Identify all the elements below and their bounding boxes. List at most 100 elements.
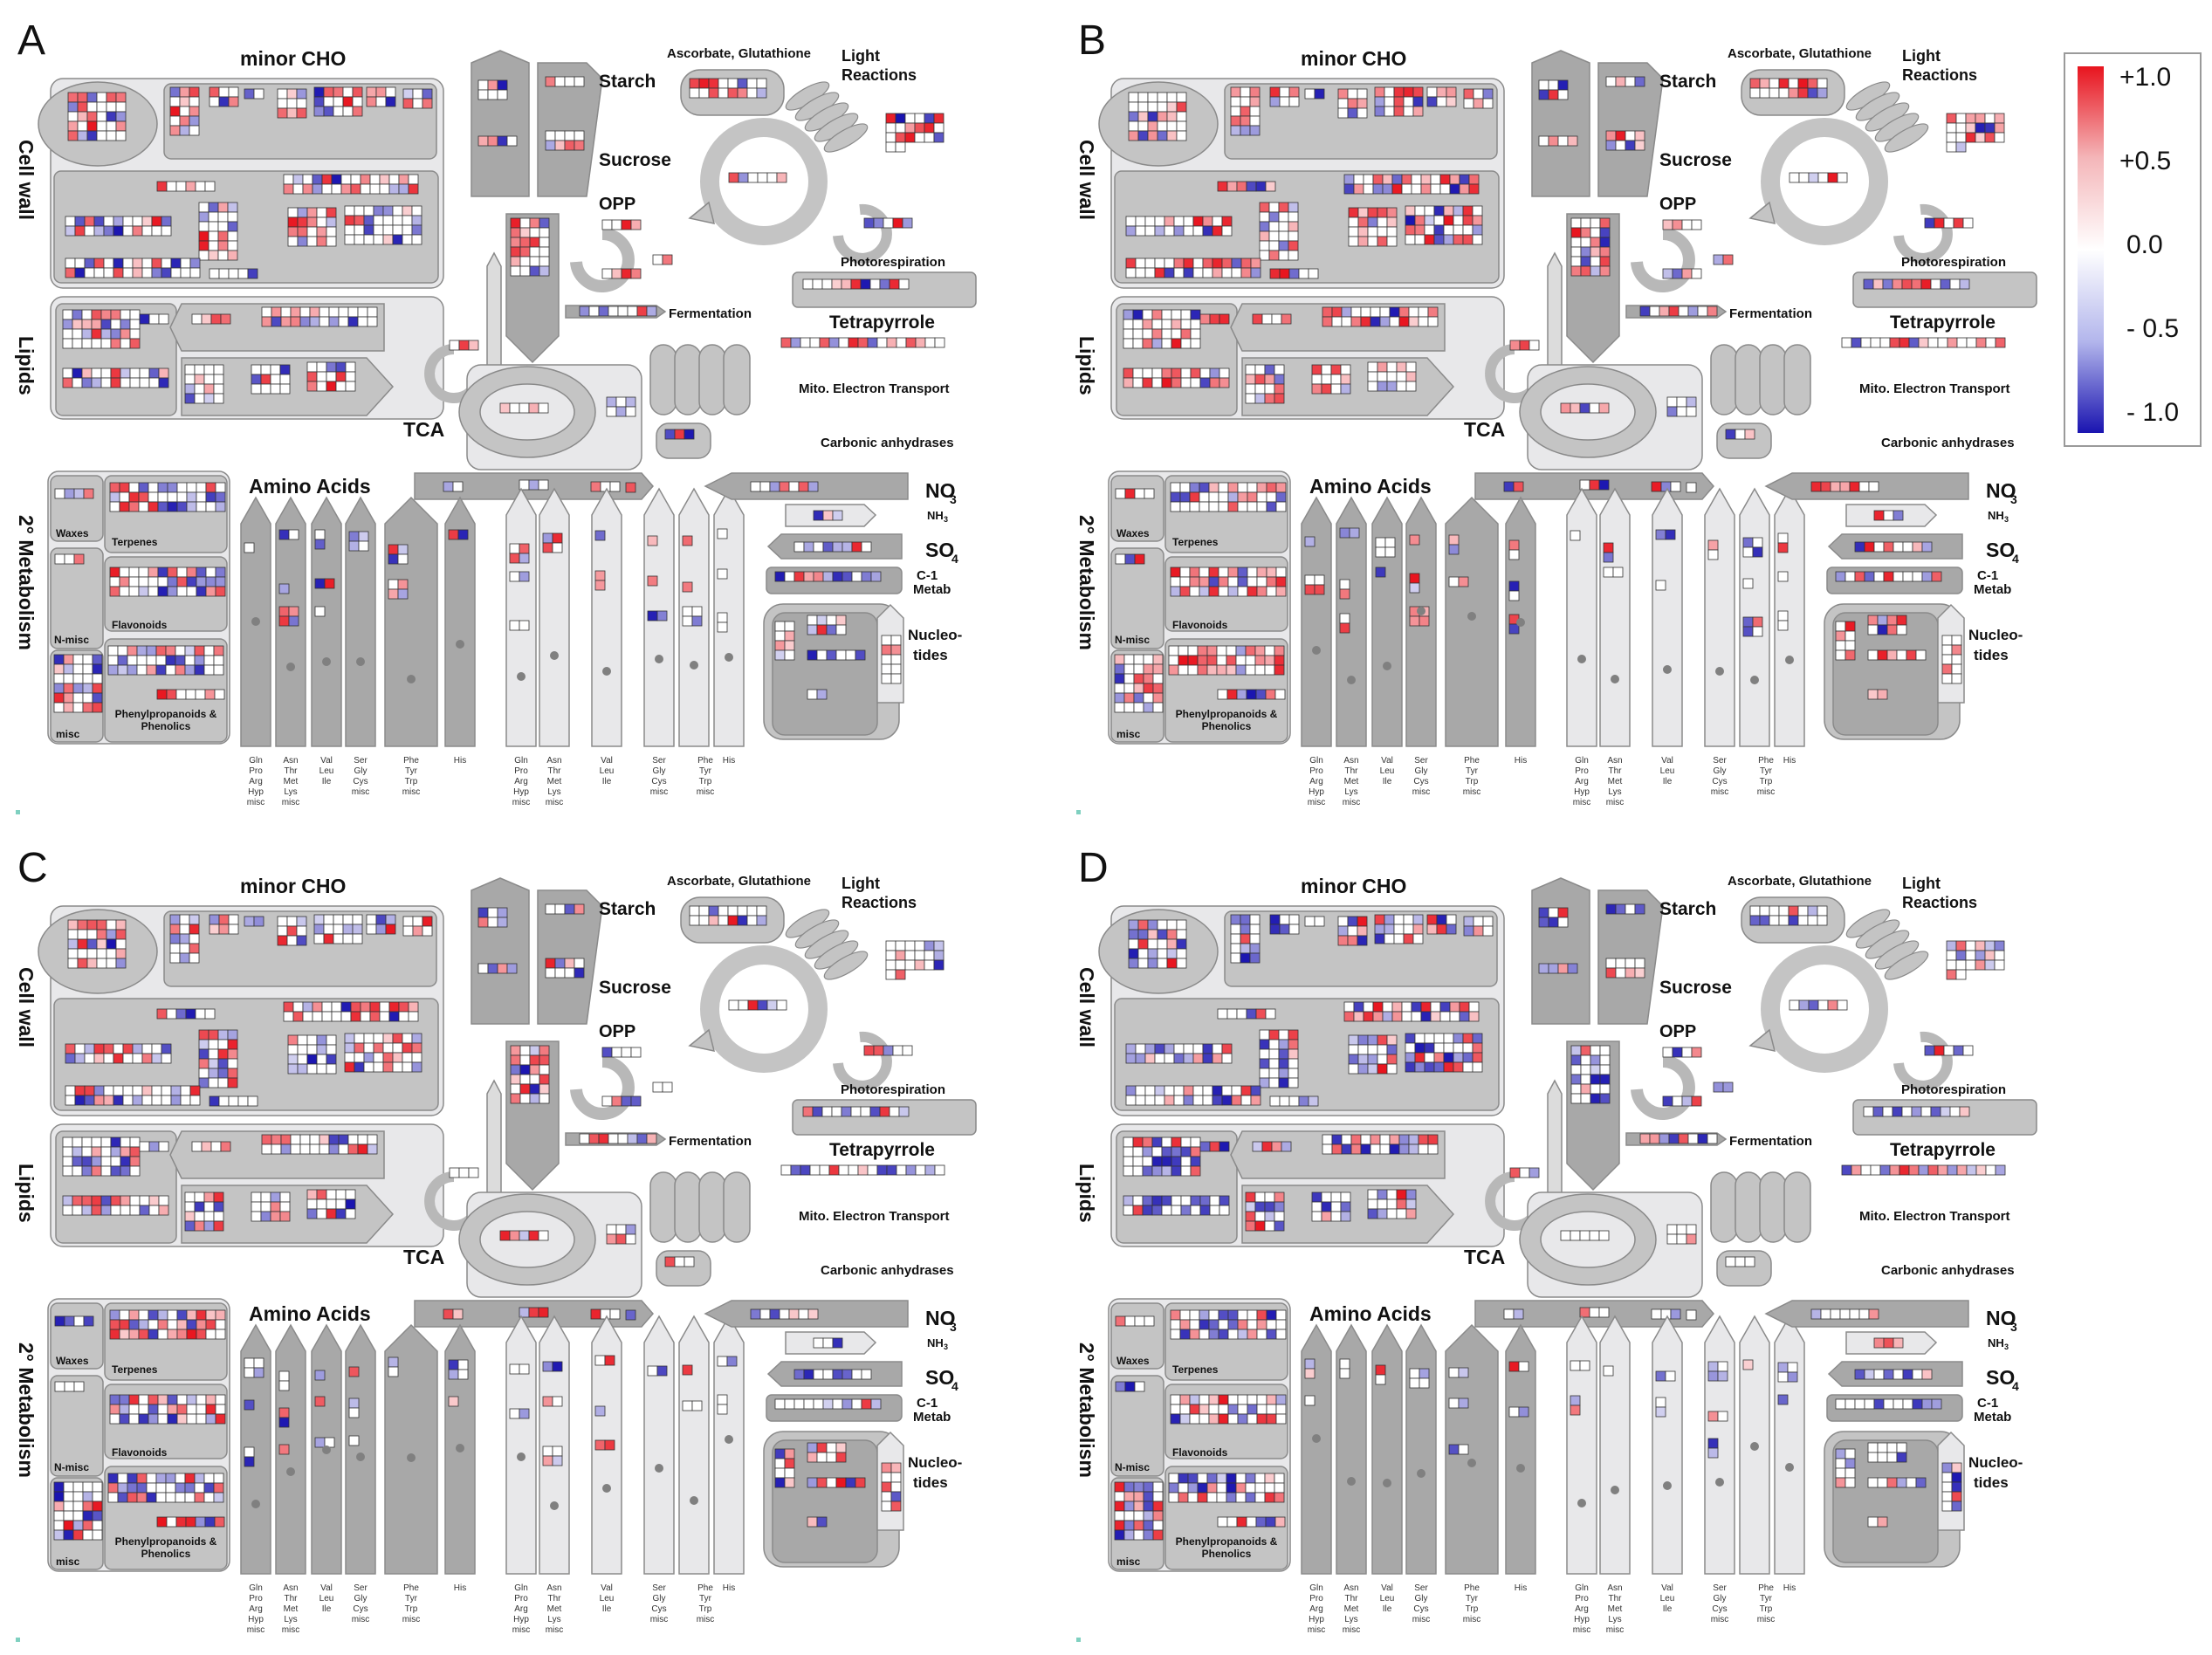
amino-acids-label: Amino Acids <box>1309 475 1432 498</box>
gene-cell <box>860 1106 871 1117</box>
gene-grid <box>1367 1189 1417 1219</box>
gene-cell <box>1216 655 1227 666</box>
gene-cell <box>1168 664 1179 676</box>
gene-cell <box>1409 534 1420 546</box>
gene-cell <box>1226 1008 1238 1020</box>
gene-cell <box>529 237 540 248</box>
gene-cell <box>1570 1083 1582 1095</box>
gene-cell <box>816 624 828 635</box>
gene-cell <box>217 240 229 251</box>
gene-cell <box>217 1077 229 1088</box>
gene-cell <box>198 1077 210 1088</box>
gene-cell <box>72 702 84 713</box>
gene-cell <box>545 140 556 151</box>
aa-name: misc <box>697 1615 715 1624</box>
aa-dot <box>550 651 559 660</box>
gene-cell <box>1975 950 1986 961</box>
gene-cell <box>316 1208 327 1219</box>
amino-acids-label: Amino Acids <box>249 1302 371 1325</box>
gene-cell <box>1713 254 1724 265</box>
gene-cell <box>1208 1319 1219 1330</box>
gene-cell <box>510 227 521 238</box>
gene-cell <box>1892 278 1903 290</box>
gene-grid <box>1463 88 1494 109</box>
gene-cell <box>1144 1085 1156 1096</box>
gene-cell <box>277 925 288 937</box>
aa-column <box>713 1315 745 1575</box>
gene-cell <box>155 1492 167 1503</box>
gene-cell <box>158 367 169 379</box>
gene-cell <box>1266 1329 1277 1340</box>
gene-cell <box>338 1143 349 1155</box>
gene-cell <box>1189 1319 1200 1330</box>
gene-cell <box>1612 567 1624 578</box>
gene-cell <box>1580 227 1591 238</box>
gene-cell <box>1135 1043 1146 1054</box>
gene-cell <box>1288 1095 1300 1107</box>
gene-cell <box>1798 172 1810 183</box>
gene-cell <box>1962 217 1974 229</box>
gene-cell <box>283 183 294 195</box>
aa-column <box>1599 1315 1631 1575</box>
gene-cell <box>539 1045 550 1056</box>
gene-cell <box>1749 915 1761 926</box>
gene-cell <box>1304 574 1316 586</box>
gene-cell <box>1424 215 1435 226</box>
gene-cell <box>1446 914 1457 925</box>
gene-cell <box>443 1308 454 1320</box>
gene-cell <box>1180 1165 1192 1177</box>
gene-cell <box>1453 224 1464 236</box>
gene-cell <box>1170 501 1181 512</box>
thylakoid-stack <box>823 123 869 153</box>
aa-name: Gln <box>1575 756 1589 766</box>
gene-cell <box>1453 1052 1464 1063</box>
gene-cell <box>1147 120 1158 132</box>
gene-cell <box>1152 1510 1164 1521</box>
gene-cell <box>1144 1315 1155 1327</box>
gene-cell <box>77 120 88 132</box>
gene-cell <box>1199 377 1211 388</box>
gene-grid <box>1662 1047 1702 1058</box>
aa-dot <box>1750 676 1759 684</box>
gene-cell <box>72 673 84 684</box>
gene-cell <box>227 230 238 242</box>
gene-cell <box>895 141 906 153</box>
gene-cell <box>1240 952 1251 964</box>
gene-cell <box>83 1315 94 1327</box>
aa-name: Ser <box>1713 1583 1727 1593</box>
gene-cell <box>1268 1029 1280 1040</box>
gene-cell <box>590 481 601 492</box>
gene-cell <box>74 1095 86 1106</box>
gene-cell <box>867 337 878 348</box>
gene-cell <box>84 1085 95 1096</box>
gene-cell <box>747 172 759 183</box>
gene-cell <box>1570 246 1582 258</box>
gene-cell <box>1959 1106 1970 1117</box>
gene-cell <box>63 692 74 704</box>
flavonoids-label: Flavonoids <box>112 1446 168 1459</box>
gene-cell <box>141 1043 153 1054</box>
gene-cell <box>554 76 566 87</box>
gene-cell <box>1414 215 1425 226</box>
gene-cell <box>1567 135 1578 147</box>
gene-grid <box>184 1191 224 1232</box>
gene-cell <box>1625 140 1636 151</box>
gene-cell <box>344 1061 355 1073</box>
gene-cell <box>1245 364 1256 375</box>
cho-grid <box>1128 92 1187 141</box>
gene-cell <box>1367 1208 1378 1219</box>
gene-cell <box>67 130 79 141</box>
gene-cell <box>1879 337 1891 348</box>
gene-cell <box>1340 1201 1351 1212</box>
gene-cell <box>1599 237 1611 248</box>
gene-cell <box>1264 645 1275 656</box>
aa-name: misc <box>282 1625 300 1635</box>
gene-grid <box>863 1045 913 1056</box>
gene-grid <box>1503 1308 1524 1320</box>
gene-cell <box>1408 316 1419 327</box>
gene-cell <box>564 140 575 151</box>
gene-cell <box>542 1361 553 1372</box>
nmisc-box <box>1110 1375 1164 1477</box>
gene-cell <box>167 1319 178 1330</box>
gene-cell <box>1192 1095 1204 1106</box>
